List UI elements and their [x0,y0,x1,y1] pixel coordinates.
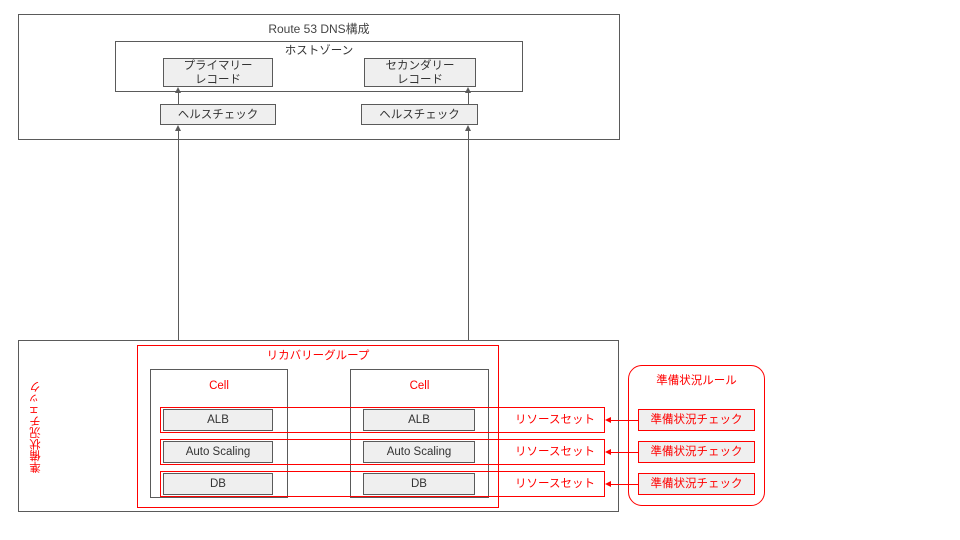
arrowhead-resourceset-1 [605,416,611,423]
connector-alb-left-to-healthcheck [178,131,179,414]
connector-alb-right-to-healthcheck [468,131,469,414]
readiness-check-box-2[interactable]: 準備状況チェック [638,441,755,463]
readiness-check-vertical-label: 準備状況チェック [30,381,42,474]
readiness-rule-panel [628,365,765,506]
resource-box-alb-right[interactable]: ALB [363,409,475,431]
resource-set-box-2 [160,439,605,465]
recovery-group-container [137,345,499,508]
resource-box-autoscaling-right[interactable]: Auto Scaling [363,441,475,463]
health-check-primary-label: ヘルスチェック [177,108,259,121]
health-check-box-secondary[interactable]: ヘルスチェック [361,104,478,125]
readiness-check-container [18,340,619,512]
resource-box-autoscaling-left[interactable]: Auto Scaling [163,441,273,463]
readiness-check-box-3[interactable]: 準備状況チェック [638,473,755,495]
connector-check-to-resourceset-3 [611,484,638,485]
resource-label-alb-left: ALB [207,414,229,426]
readiness-check-label-3: 準備状況チェック [650,478,743,490]
resource-box-alb-left[interactable]: ALB [163,409,273,431]
arrowhead-healthcheck-primary [175,125,181,131]
health-check-secondary-label: ヘルスチェック [379,108,460,121]
resource-label-alb-right: ALB [408,414,430,426]
resource-set-box-3 [160,471,605,497]
arrowhead-resourceset-2 [605,448,611,455]
arrowhead-secondary-record [465,87,471,93]
secondary-record-box[interactable]: セカンダリー レコード [364,58,476,87]
resource-label-db-right: DB [411,478,427,490]
connector-check-to-resourceset-1 [611,420,638,421]
resource-box-db-right[interactable]: DB [363,473,475,495]
connector-check-to-resourceset-2 [611,452,638,453]
readiness-check-box-1[interactable]: 準備状況チェック [638,409,755,431]
primary-record-box[interactable]: プライマリー レコード [163,58,273,87]
readiness-check-label-1: 準備状況チェック [650,414,743,426]
primary-record-label: プライマリー レコード [183,59,253,86]
resource-label-autoscaling-right: Auto Scaling [386,446,452,458]
secondary-record-label: セカンダリー レコード [385,59,455,86]
readiness-check-label-2: 準備状況チェック [650,446,743,458]
connector-healthcheck-to-secondary-record [468,93,469,104]
arrowhead-healthcheck-secondary [465,125,471,131]
resource-label-autoscaling-left: Auto Scaling [185,446,251,458]
health-check-box-primary[interactable]: ヘルスチェック [160,104,276,125]
arrowhead-resourceset-3 [605,480,611,487]
resource-box-db-left[interactable]: DB [163,473,273,495]
connector-healthcheck-to-primary-record [178,93,179,104]
resource-label-db-left: DB [210,478,226,490]
arrowhead-primary-record [175,87,181,93]
resource-set-box-1 [160,407,605,433]
